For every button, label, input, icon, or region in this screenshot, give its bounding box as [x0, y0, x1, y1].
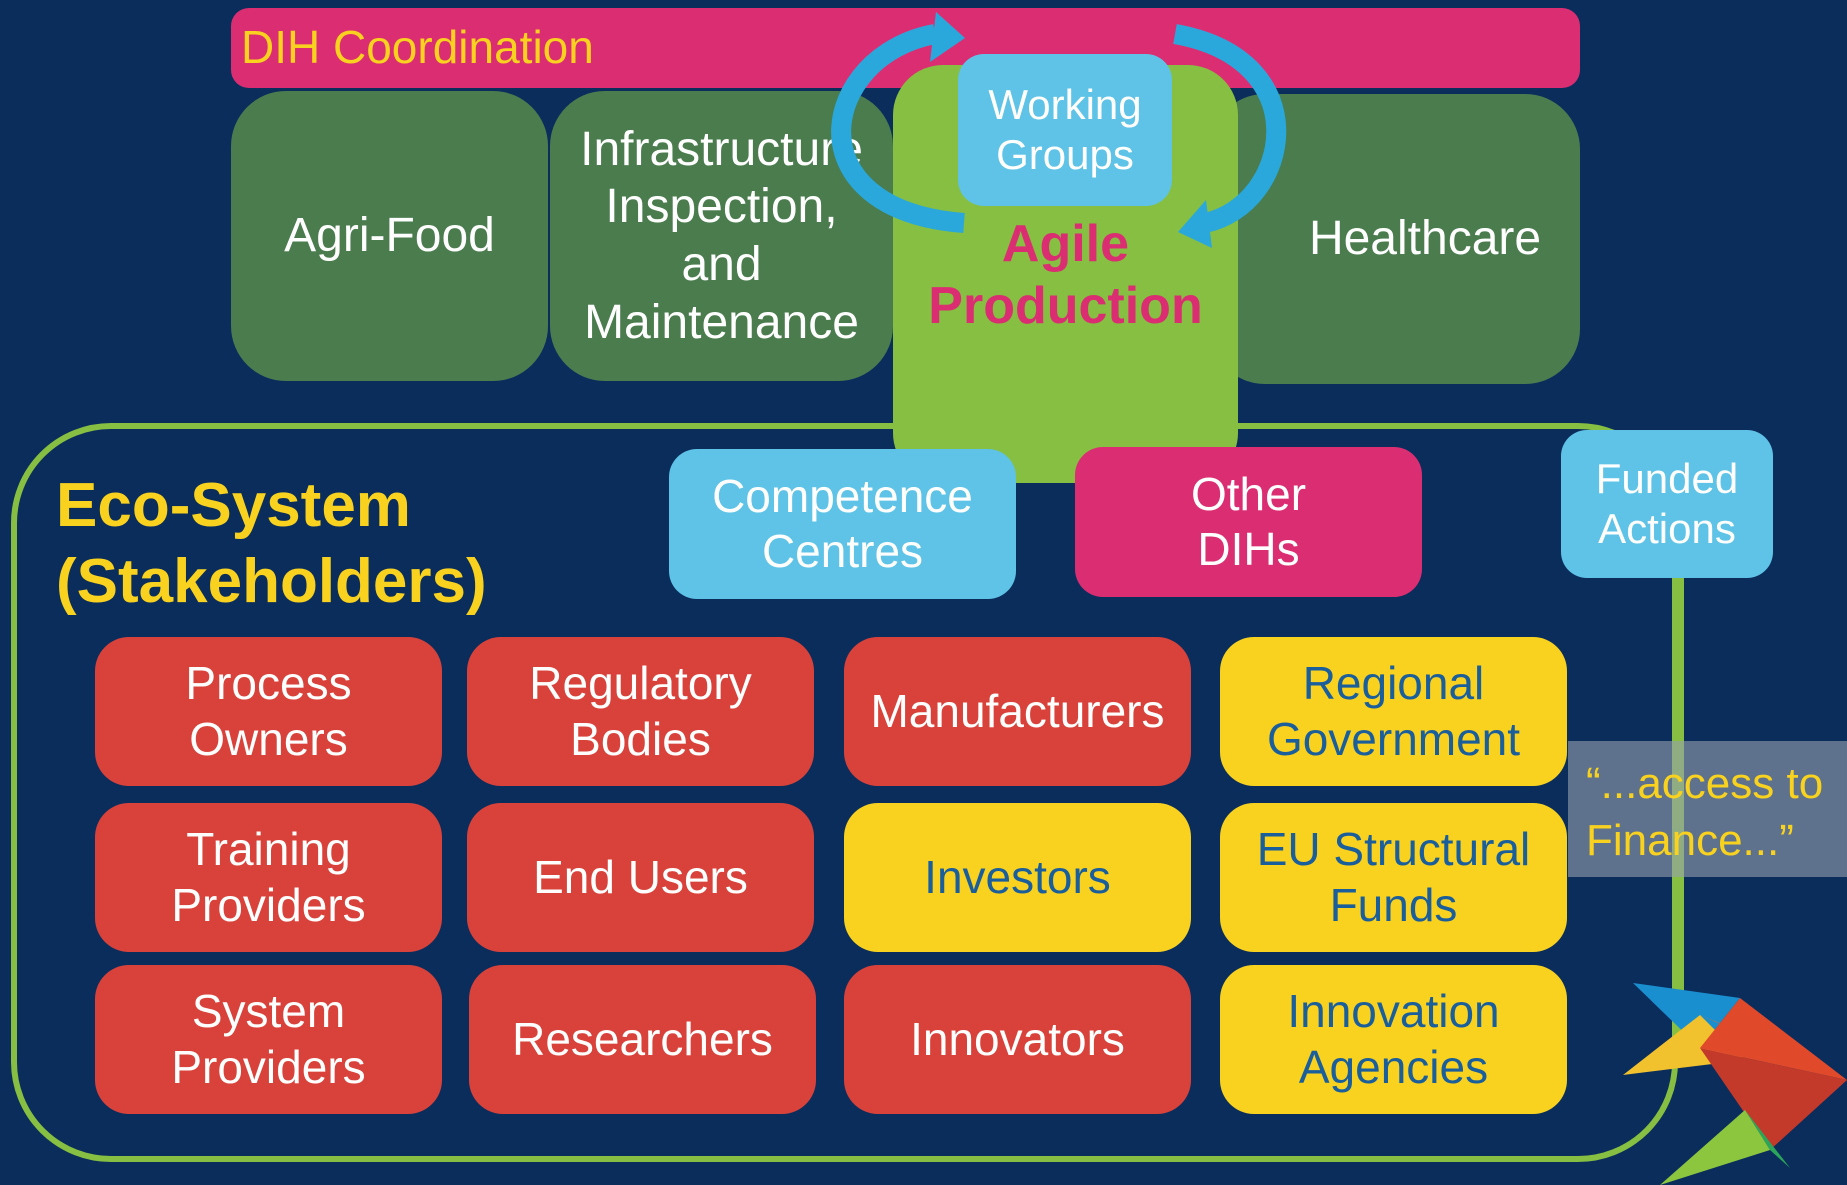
researchers-label: Researchers: [512, 1012, 773, 1065]
sector-agri-food: Agri-Food: [231, 91, 548, 381]
end-users-label: End Users: [533, 850, 748, 903]
working-groups-box: Working Groups: [958, 54, 1172, 206]
ecosystem-title: Eco-System (Stakeholders): [56, 468, 487, 619]
infrastructure-line-2: Inspection,: [605, 180, 838, 234]
manufacturers-label: Manufacturers: [870, 684, 1165, 737]
competence-centres-box: Competence Centres: [669, 449, 1016, 599]
dih-coordination-title: DIH Coordination: [241, 21, 594, 74]
stakeholder-system-providers: System Providers: [95, 965, 442, 1114]
process-owners-line-1: Process: [185, 657, 352, 710]
funded-actions-box: Funded Actions: [1561, 430, 1773, 578]
system-providers-line-1: System: [191, 985, 346, 1038]
sector-healthcare: Healthcare: [1210, 94, 1580, 384]
funded-actions-line-2: Actions: [1598, 505, 1736, 552]
infrastructure-line-3: and: [681, 238, 762, 291]
finance-quote: “...access to Finance...”: [1568, 741, 1847, 877]
regulatory-bodies-line-2: Bodies: [570, 712, 711, 765]
other-dihs-box: Other DIHs: [1075, 447, 1422, 597]
infrastructure-line-1: Infrastructure: [580, 122, 863, 176]
stakeholder-innovators: Innovators: [844, 965, 1191, 1114]
process-owners-line-2: Owners: [189, 712, 348, 765]
stakeholder-investors: Investors: [844, 803, 1191, 952]
sector-infrastructure: Infrastructure Inspection, and Maintenan…: [550, 91, 893, 381]
infrastructure-line-4: Maintenance: [584, 295, 859, 349]
stakeholder-regulatory-bodies: Regulatory Bodies: [467, 637, 814, 786]
agile-production-line-1: Agile: [1001, 215, 1130, 273]
regulatory-bodies-line-1: Regulatory: [529, 657, 752, 710]
stakeholder-eu-structural-funds: EU Structural Funds: [1220, 803, 1567, 952]
competence-centres-line-2: Centres: [761, 525, 924, 577]
agile-production-line-2: Production: [928, 277, 1203, 336]
finance-quote-line-1: “...access to: [1586, 759, 1824, 808]
investors-label: Investors: [924, 850, 1111, 903]
other-dihs-line-1: Other: [1190, 467, 1307, 520]
working-groups-line-1: Working: [988, 80, 1142, 128]
dih-coordination-bar: DIH Coordination: [231, 8, 1580, 88]
sector-healthcare-label: Healthcare: [1308, 212, 1542, 266]
stakeholder-regional-government: Regional Government: [1220, 637, 1567, 786]
training-providers-line-2: Providers: [171, 878, 366, 931]
innovation-agencies-line-2: Agencies: [1298, 1040, 1489, 1093]
funded-actions-line-1: Funded: [1595, 454, 1739, 502]
stakeholder-researchers: Researchers: [469, 965, 816, 1114]
finance-quote-line-2: Finance...”: [1586, 816, 1794, 866]
training-providers-line-1: Training: [186, 823, 351, 876]
regional-government-line-2: Government: [1266, 712, 1521, 765]
stakeholder-training-providers: Training Providers: [95, 803, 442, 952]
regional-government-line-1: Regional: [1302, 657, 1485, 710]
innovation-agencies-line-1: Innovation: [1287, 985, 1500, 1038]
system-providers-line-2: Providers: [171, 1040, 366, 1093]
innovators-label: Innovators: [910, 1012, 1125, 1065]
eu-structural-funds-line-1: EU Structural: [1256, 823, 1531, 876]
stakeholder-process-owners: Process Owners: [95, 637, 442, 786]
ecosystem-title-line-1: Eco-System: [56, 471, 411, 540]
other-dihs-line-2: DIHs: [1197, 523, 1300, 575]
competence-centres-line-1: Competence: [712, 469, 973, 522]
sector-agri-food-label: Agri-Food: [284, 209, 495, 263]
stakeholder-innovation-agencies: Innovation Agencies: [1220, 965, 1567, 1114]
stakeholder-manufacturers: Manufacturers: [844, 637, 1191, 786]
working-groups-line-2: Groups: [996, 131, 1134, 178]
ecosystem-title-line-2: (Stakeholders): [56, 546, 487, 616]
eu-structural-funds-line-2: Funds: [1329, 878, 1458, 931]
stakeholder-end-users: End Users: [467, 803, 814, 952]
